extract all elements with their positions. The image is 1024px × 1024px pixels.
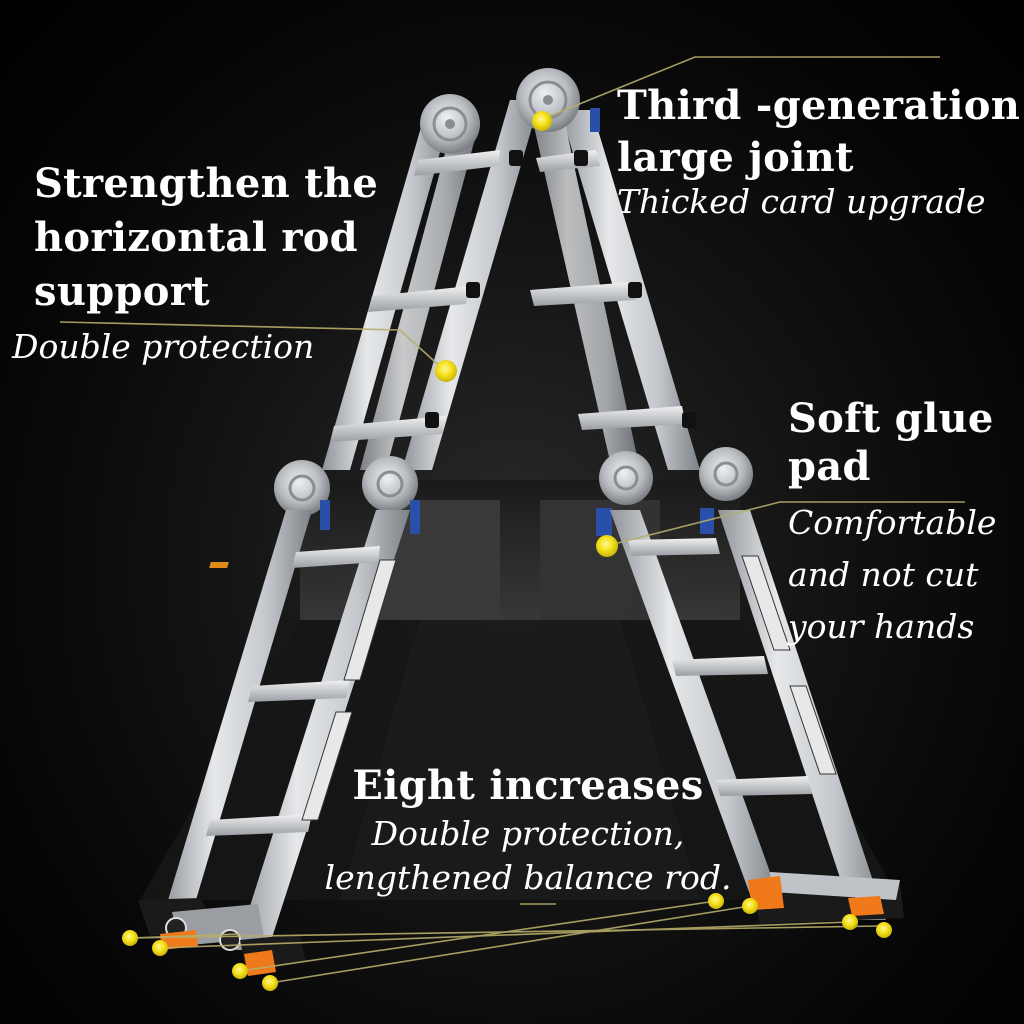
callout-dot-foot — [708, 893, 724, 909]
warning-stickers — [209, 555, 837, 821]
callout-dot-foot — [152, 940, 168, 956]
callout-dot-foot — [876, 922, 892, 938]
callout-dot-rod — [435, 360, 457, 382]
callout-dot-pad — [596, 535, 618, 557]
callout-title: support — [34, 268, 210, 315]
middle-hinge-joints — [274, 447, 753, 536]
callout-subtitle: and not cut — [788, 555, 979, 594]
callout-subtitle: Double protection — [12, 327, 315, 366]
leader-lines — [59, 56, 965, 984]
callout-subtitle: Double protection, — [371, 814, 685, 853]
top-hinge-joints — [420, 68, 600, 154]
callout-dots — [122, 111, 892, 991]
callout-horizontal-rod: Strengthen the horizontal rod support Do… — [12, 157, 379, 366]
callout-dot-foot — [742, 898, 758, 914]
callout-dot-joint — [532, 111, 552, 131]
callout-soft-glue-pad: Soft glue pad Comfortable and not cut yo… — [788, 395, 996, 647]
callout-title: Eight increases — [352, 762, 704, 809]
callout-subtitle: lengthened balance rod. — [324, 858, 732, 897]
rail-holes — [425, 150, 696, 428]
callout-title: Strengthen the — [34, 160, 379, 207]
callout-dot-foot — [232, 963, 248, 979]
callout-title: horizontal rod — [34, 214, 358, 261]
callout-subtitle: your hands — [788, 607, 975, 646]
callout-subtitle: Comfortable — [788, 503, 997, 542]
callout-subtitle: Thicked card upgrade — [617, 182, 986, 221]
ladder-lower-rungs — [206, 538, 812, 836]
callout-dot-foot — [842, 914, 858, 930]
callout-dot-foot — [122, 930, 138, 946]
callout-title: large joint — [617, 134, 854, 181]
ladder-upper-rungs — [330, 150, 686, 442]
callout-eight-increases: Eight increases Double protection, lengt… — [318, 760, 738, 900]
callout-title: Third -generation — [617, 82, 1021, 129]
callout-large-joint: Third -generation large joint Thicked ca… — [617, 80, 1020, 222]
callout-title: Soft glue — [788, 395, 994, 442]
callout-dot-foot — [262, 975, 278, 991]
callout-title: pad — [788, 443, 871, 490]
